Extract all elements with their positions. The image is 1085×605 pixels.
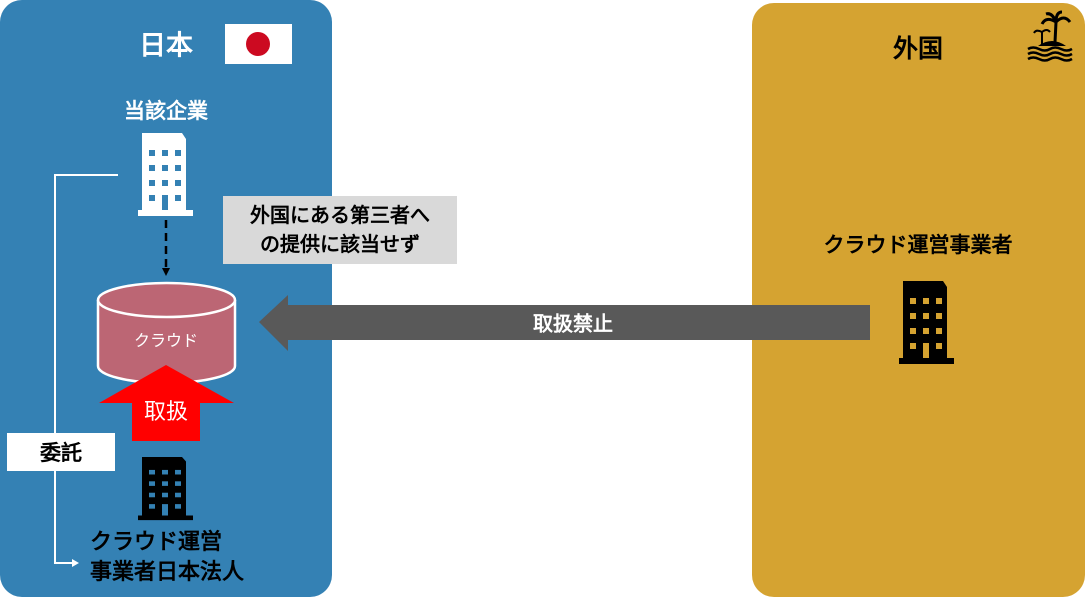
cloud-label: クラウド xyxy=(133,331,199,350)
handle-label: 取扱 xyxy=(143,400,189,425)
not-applicable-note: 外国にある第三者へ の提供に該当せず xyxy=(223,196,457,264)
entrust-connector-line xyxy=(54,174,118,564)
entrust-label: 委託 xyxy=(40,441,82,465)
company-label: 当該企業 xyxy=(124,99,208,123)
subsidiary-building-icon xyxy=(138,457,193,521)
island-icon xyxy=(1027,10,1073,62)
company-building-icon xyxy=(138,133,193,216)
subsidiary-line-2: 事業者日本法人 xyxy=(90,560,245,585)
entrust-label-box xyxy=(7,433,115,471)
prohibited-arrow xyxy=(259,295,870,351)
note-line-2: の提供に該当せず xyxy=(260,232,420,256)
note-line-1: 外国にある第三者へ xyxy=(250,203,430,227)
subsidiary-line-1: クラウド運営 xyxy=(90,530,223,555)
operator-label: クラウド運営事業者 xyxy=(823,233,1013,257)
entrust-arrowhead-icon xyxy=(72,559,79,567)
operator-building-icon xyxy=(899,281,954,364)
prohibited-label: 取扱禁止 xyxy=(533,311,613,336)
japan-title: 日本 xyxy=(139,30,193,62)
subsidiary-label: クラウド運営 事業者日本法人 xyxy=(90,528,244,588)
foreign-title: 外国 xyxy=(892,34,944,63)
handle-arrow xyxy=(99,365,234,441)
japan-flag-icon xyxy=(225,24,292,64)
dashed-arrowhead-icon xyxy=(162,268,170,276)
